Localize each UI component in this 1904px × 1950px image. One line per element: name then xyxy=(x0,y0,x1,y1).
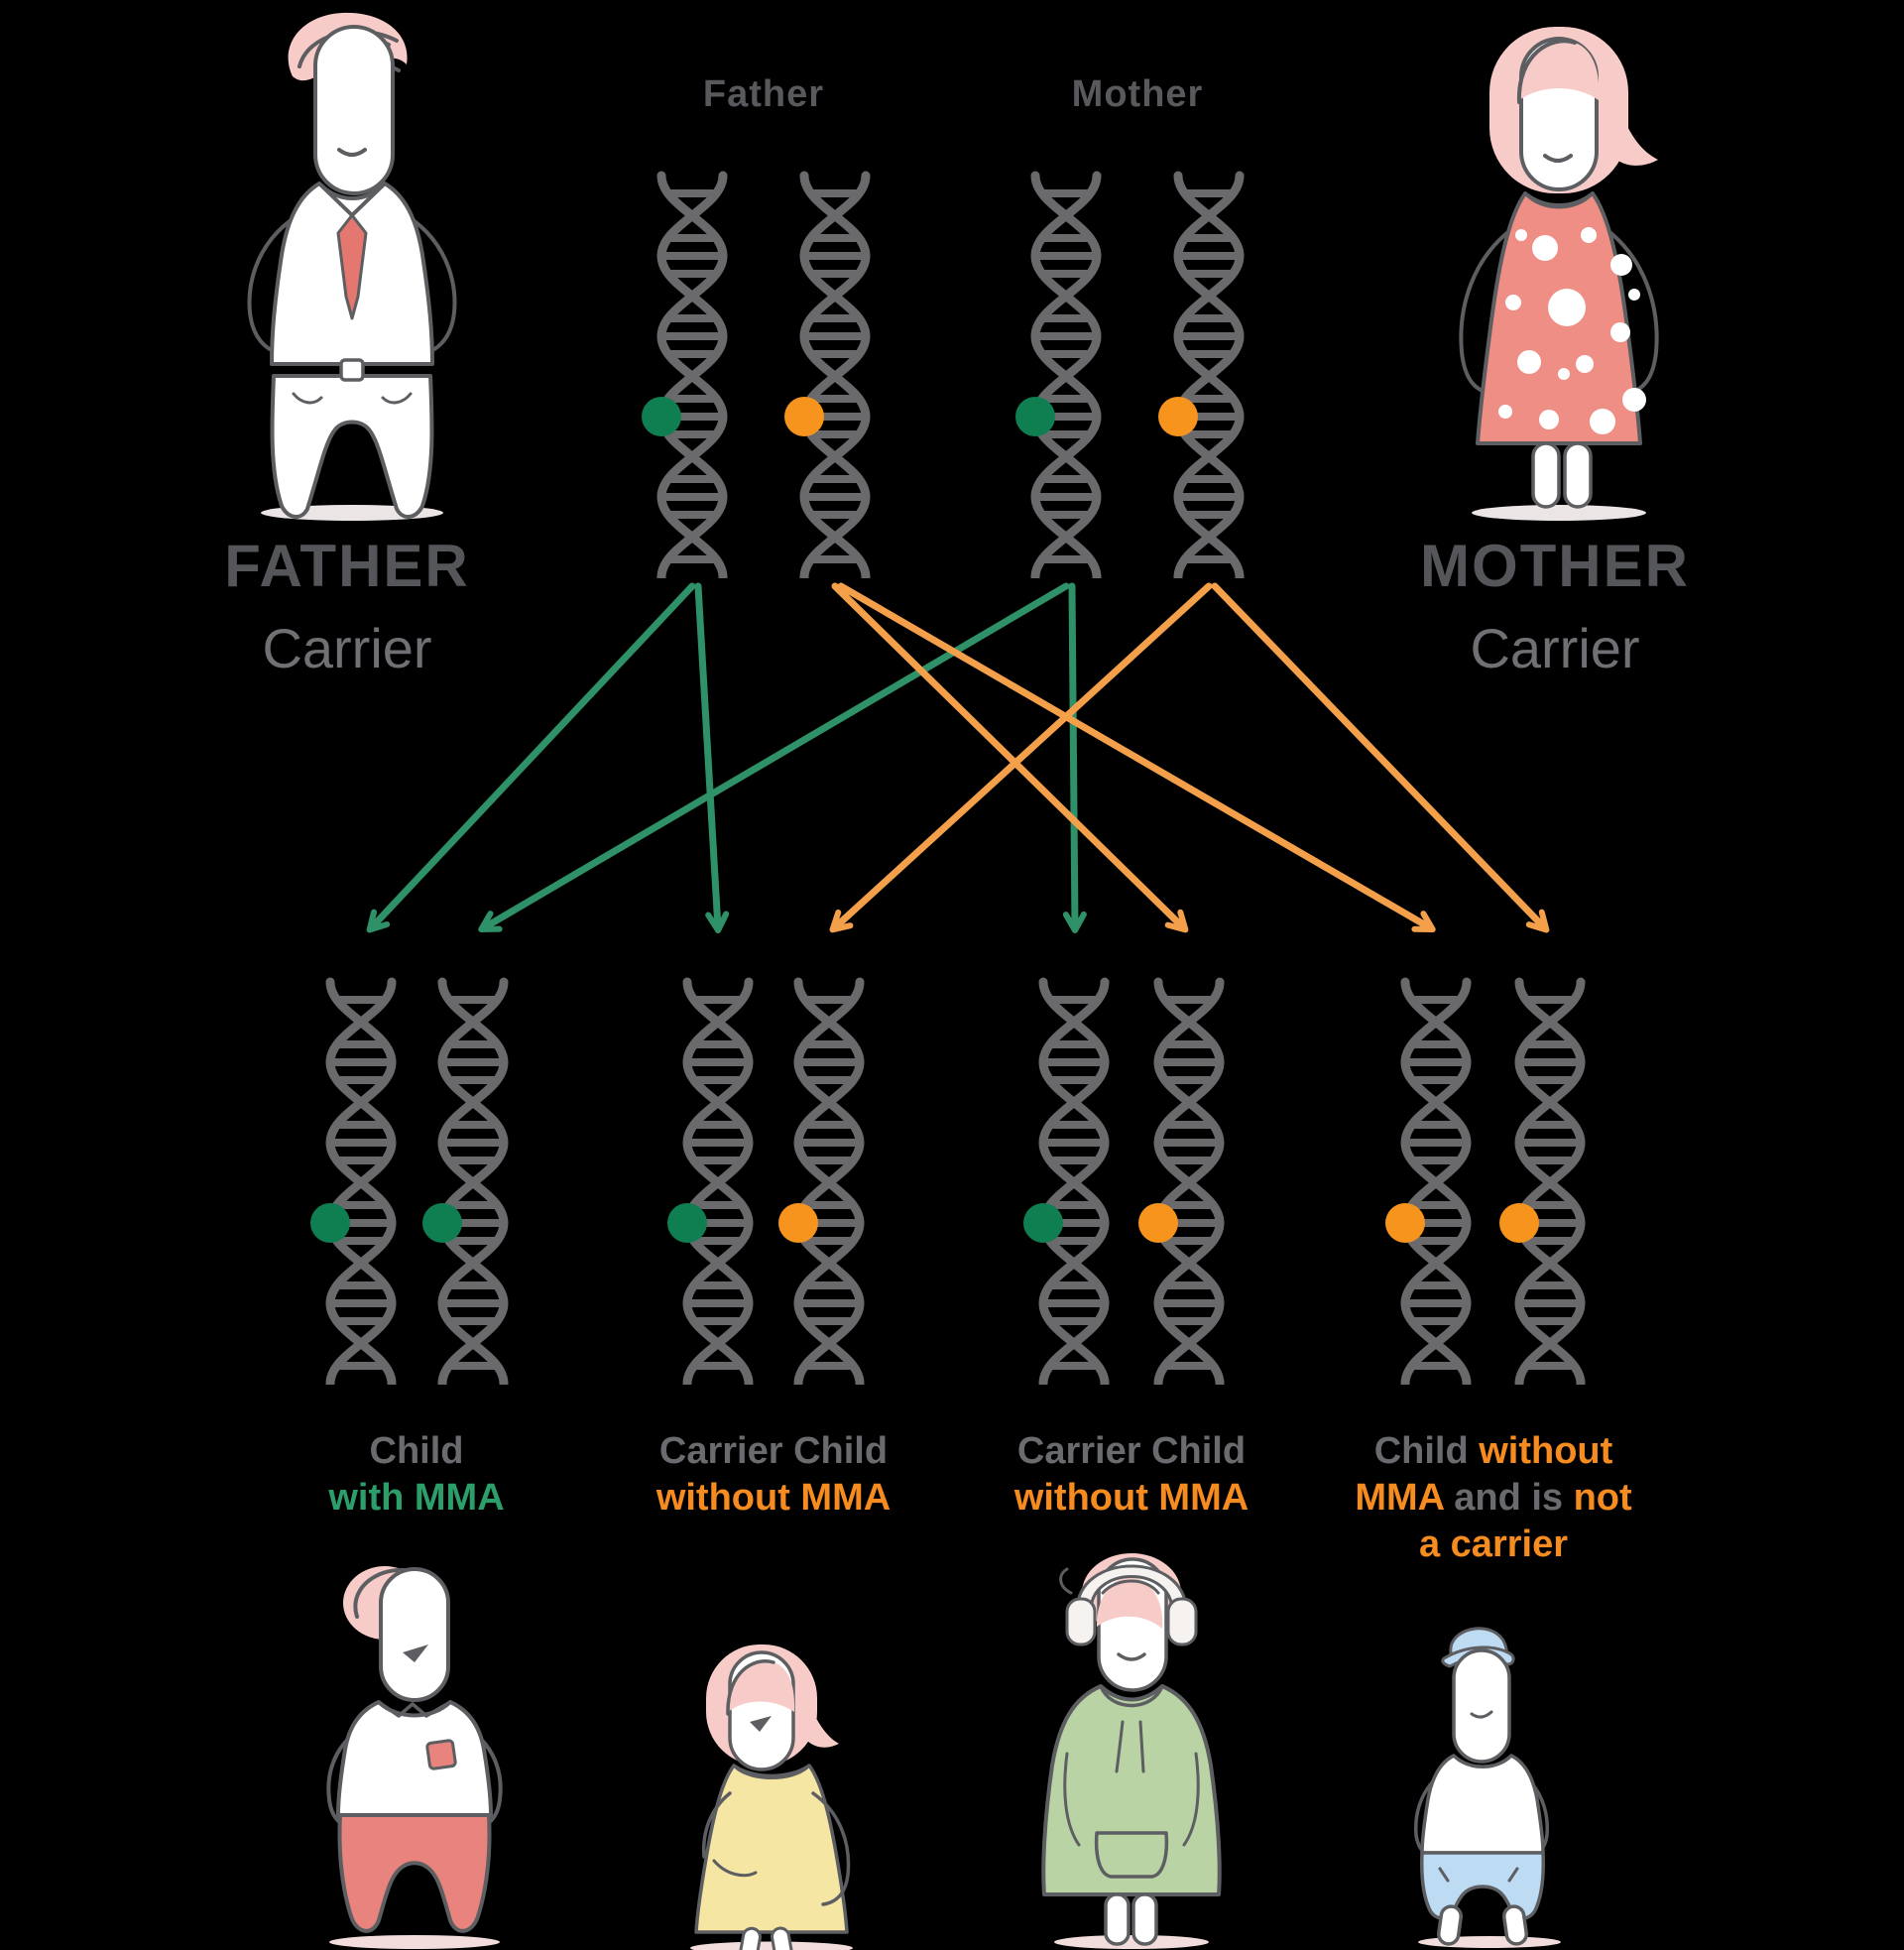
child-1-tshirt xyxy=(336,1700,493,1817)
child-4-right-gene-dot xyxy=(1499,1203,1539,1243)
child-1-head xyxy=(379,1567,450,1702)
child-4-smile xyxy=(1470,1710,1493,1719)
mother-smile xyxy=(1543,154,1573,163)
arrow-father-orange-to-child4-left xyxy=(837,582,1436,933)
child-3-leg-right xyxy=(1131,1892,1158,1946)
mother-caption-title: MOTHER xyxy=(1420,533,1690,599)
father-green-gene-dot xyxy=(642,397,681,436)
father-head xyxy=(313,25,395,195)
child-3-leg-left xyxy=(1104,1892,1130,1946)
child-4-leg-right xyxy=(1501,1904,1529,1946)
child-1-illustration xyxy=(326,1566,503,1949)
child-1-pants xyxy=(337,1813,492,1933)
child-1-mouth xyxy=(403,1645,428,1662)
arrow-father-orange-to-child3-right xyxy=(831,582,1189,933)
child-3-headphone-cup-left xyxy=(1065,1597,1097,1646)
child-2-leg-right xyxy=(771,1926,793,1950)
child-2-right-gene-dot xyxy=(778,1203,818,1243)
mother-green-gene-dot xyxy=(1015,397,1055,436)
father-belt-buckle xyxy=(339,358,365,382)
mother-shadow xyxy=(1472,505,1646,521)
arrow-mother-green-to-child1-right xyxy=(478,582,1070,933)
child-1-shadow xyxy=(329,1935,500,1949)
child-2-caption: Carrier Child without MMA xyxy=(655,1430,892,1519)
child-2-illustration xyxy=(690,1645,853,1950)
child-3-smile xyxy=(1117,1652,1146,1661)
child-1-caption: Child with MMA xyxy=(328,1430,505,1519)
father-caption: FATHER Carrier xyxy=(144,532,550,680)
child-4-caption: Child without MMA and is not a carrier xyxy=(1355,1430,1632,1565)
child-3-headphone-cup-right xyxy=(1166,1597,1198,1646)
child-4-collar xyxy=(1454,1756,1511,1768)
child-3-right-gene-dot xyxy=(1138,1203,1178,1243)
child-1-left-gene-dot xyxy=(310,1203,350,1243)
father-smile xyxy=(337,148,367,157)
child-4-illustration xyxy=(1414,1627,1561,1948)
child-3-illustration xyxy=(1041,1553,1222,1949)
mother-caption: MOTHER Carrier xyxy=(1352,532,1758,680)
father-illustration xyxy=(247,12,457,521)
child-3-caption: Carrier Child without MMA xyxy=(1013,1430,1250,1519)
father-orange-gene-dot xyxy=(784,397,824,436)
child-4-leg-left xyxy=(1436,1904,1464,1946)
father-tie xyxy=(336,213,368,320)
child-2-leg-left xyxy=(739,1926,762,1950)
child-2-dress xyxy=(694,1764,849,1934)
child-3-pocket xyxy=(1094,1831,1169,1879)
mother-orange-gene-dot xyxy=(1158,397,1198,436)
arrow-father-green-to-child2-left xyxy=(694,582,730,933)
mother-caption-subtitle: Carrier xyxy=(1470,617,1640,679)
child-1-right-gene-dot xyxy=(422,1203,462,1243)
child-4-left-gene-dot xyxy=(1385,1203,1425,1243)
child-1-pocket xyxy=(425,1739,457,1770)
mother-illustration xyxy=(1459,27,1659,521)
child-3-drawstrings xyxy=(1115,1720,1145,1773)
arrow-mother-orange-to-child4-right xyxy=(1211,582,1550,933)
father-pants xyxy=(270,374,434,519)
child-3-hood xyxy=(1099,1684,1164,1708)
child-2-shadow xyxy=(690,1941,853,1950)
child-3-hoodie xyxy=(1041,1684,1222,1896)
child-4-tshirt xyxy=(1420,1754,1545,1855)
child-2-left-gene-dot xyxy=(667,1203,707,1243)
child-4-head xyxy=(1452,1648,1511,1764)
father-caption-subtitle: Carrier xyxy=(262,617,432,679)
child-2-collar xyxy=(734,1766,809,1779)
father-dna-label: Father xyxy=(702,73,825,115)
mother-dna-label: Mother xyxy=(1071,73,1204,115)
child-3-left-gene-dot xyxy=(1023,1203,1063,1243)
arrow-father-green-to-child1-left xyxy=(366,582,696,933)
mother-collar xyxy=(1525,193,1593,209)
mother-leg-left xyxy=(1531,441,1561,509)
child-1-collar xyxy=(377,1700,452,1718)
child-4-shorts xyxy=(1420,1851,1545,1920)
mother-leg-right xyxy=(1563,441,1593,509)
father-caption-title: FATHER xyxy=(224,533,470,599)
child-2-mouth xyxy=(750,1716,772,1732)
arrow-mother-green-to-child3-left xyxy=(1062,582,1087,933)
child-3-shadow xyxy=(1054,1935,1209,1949)
arrow-mother-orange-to-child2-right xyxy=(829,582,1213,933)
mother-dress-polka-dots xyxy=(1498,227,1646,434)
